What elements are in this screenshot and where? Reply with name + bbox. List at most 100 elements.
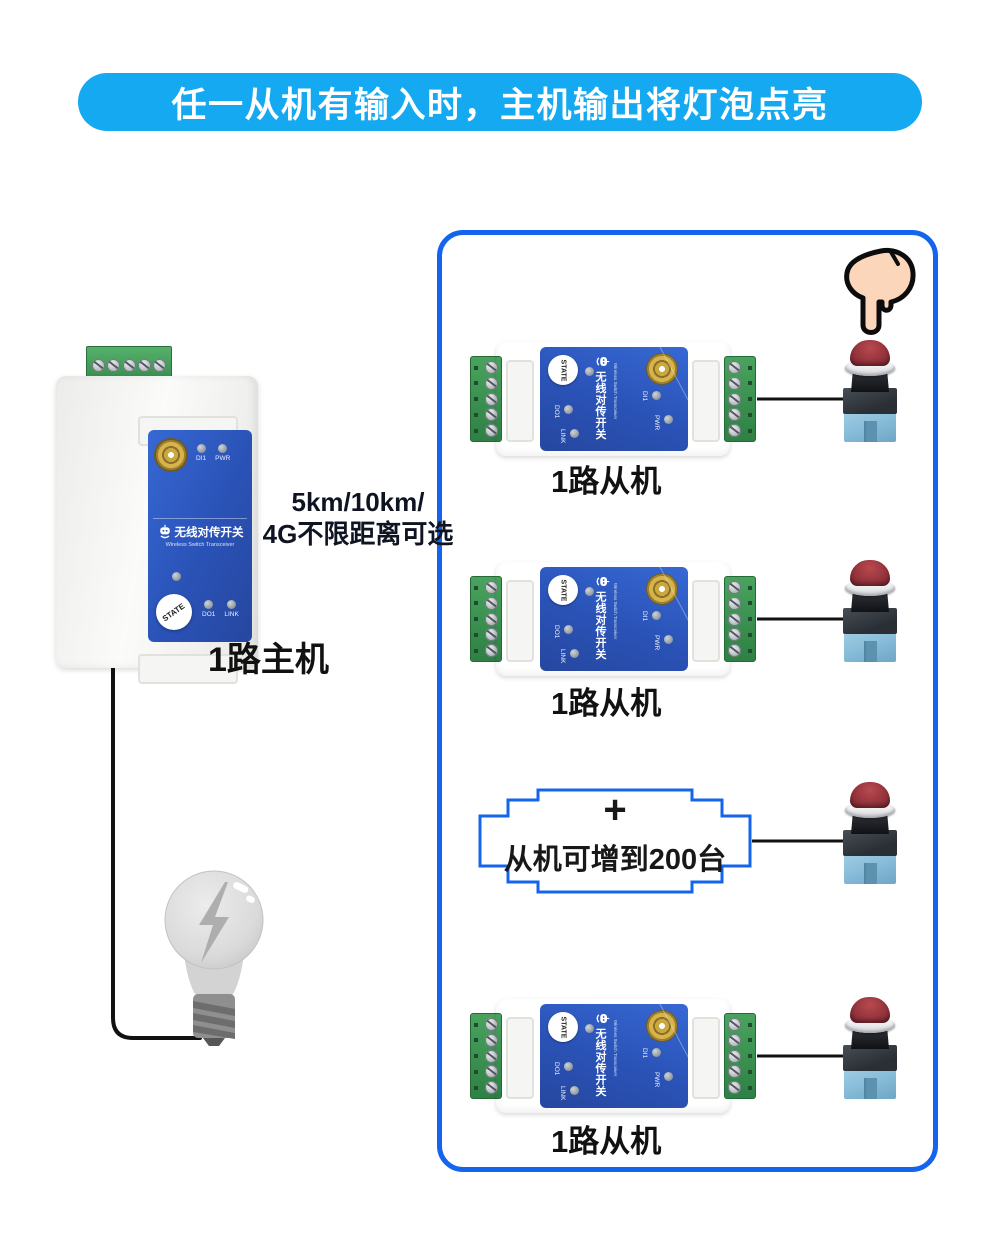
device-brand: 无线对传开关 [594, 591, 606, 660]
screw-icon [107, 358, 121, 372]
slave-device: STATE 无线对传开关 Wireless Switch Transceiver… [470, 562, 756, 676]
led-indicator [585, 1024, 594, 1033]
device-body: STATE 无线对传开关 Wireless Switch Transceiver… [496, 562, 730, 676]
screw-icon [485, 1081, 498, 1094]
screw-icon [485, 628, 498, 642]
terminal-block-icon [470, 356, 502, 442]
antenna-connector-icon [154, 438, 188, 472]
slave-label: 1路从机 [551, 686, 662, 721]
led-indicator [652, 391, 661, 400]
led-indicator [664, 415, 673, 424]
led-indicator [652, 1048, 661, 1057]
screw-icon [728, 361, 741, 374]
button-cap [850, 340, 890, 366]
led-label: DI1 [196, 455, 207, 462]
screw-icon [485, 644, 498, 657]
led-indicator [564, 625, 573, 634]
screw-icon [485, 408, 498, 422]
led-indicator [570, 1086, 579, 1095]
terminal-block-icon [724, 576, 756, 662]
terminal-block-icon [724, 1013, 756, 1099]
screw-icon [153, 358, 166, 372]
button-cap [850, 560, 890, 586]
screw-icon [728, 1049, 741, 1063]
screw-icon [485, 361, 498, 374]
screw-icon [485, 1049, 498, 1063]
robot-logo-icon [159, 524, 170, 539]
screw-icon [92, 358, 105, 372]
state-button: STATE [548, 355, 578, 385]
master-label: 1路主机 [208, 641, 329, 679]
slave-device: STATE 无线对传开关 Wireless Switch Transceiver… [470, 342, 756, 456]
led-indicator [564, 1062, 573, 1071]
screw-icon [485, 376, 498, 390]
screw-icon [728, 581, 741, 594]
screw-icon [728, 1081, 741, 1094]
robot-logo-icon [596, 357, 610, 366]
button-cap [850, 997, 890, 1023]
din-slot [692, 580, 720, 662]
screw-icon [728, 596, 741, 610]
screw-icon [485, 581, 498, 594]
title-banner: 任一从机有输入时，主机输出将灯泡点亮 [78, 73, 922, 131]
led-indicator [570, 429, 579, 438]
antenna-connector-icon [646, 353, 678, 385]
screw-icon [728, 408, 741, 422]
screw-icon [728, 612, 741, 626]
device-front-panel: STATE 无线对传开关 Wireless Switch Transceiver… [540, 1004, 688, 1108]
master-to-bulb-wire [111, 656, 202, 1040]
slave-label: 1路从机 [551, 1124, 662, 1159]
screw-icon [485, 596, 498, 610]
device-brand: 无线对传开关 [594, 1028, 606, 1097]
device-body: STATE 无线对传开关 Wireless Switch Transceiver… [496, 342, 730, 456]
push-button [842, 340, 898, 444]
led-indicator [585, 367, 594, 376]
din-slot [138, 654, 238, 684]
led-indicator [204, 600, 214, 609]
device-body: STATE 无线对传开关 Wireless Switch Transceiver… [496, 999, 730, 1113]
terminal-block-icon [724, 356, 756, 442]
hand-pointer-icon [836, 244, 922, 343]
screw-icon [122, 358, 136, 372]
screw-icon [728, 392, 741, 406]
led-indicator [585, 587, 594, 596]
led-indicator [196, 444, 206, 453]
din-slot [506, 580, 534, 662]
state-button: STATE [156, 594, 192, 630]
master-device: DI1 PWR 无线对传开关 Wireless Switch Transceiv… [56, 346, 266, 684]
terminal-block-icon [470, 1013, 502, 1099]
plus-icon: + [603, 788, 627, 832]
din-slot [506, 360, 534, 442]
led-indicator [564, 405, 573, 414]
device-brand-sub: Wireless Switch Transceiver [613, 583, 618, 640]
screw-icon [137, 358, 151, 372]
device-body: DI1 PWR 无线对传开关 Wireless Switch Transceiv… [56, 376, 258, 684]
device-front-panel: STATE 无线对传开关 Wireless Switch Transceiver… [540, 567, 688, 671]
screw-icon [728, 1065, 741, 1079]
push-button [842, 560, 898, 664]
screw-icon [485, 1033, 498, 1047]
state-button: STATE [548, 575, 578, 605]
robot-logo-icon [596, 577, 610, 586]
device-brand-sub: Wireless Switch Transceiver [613, 1020, 618, 1077]
range-note: 5km/10km/ 4G不限距离可选 [248, 487, 468, 550]
light-bulb-icon [164, 870, 264, 1046]
push-button [842, 782, 898, 886]
screw-icon [485, 424, 498, 437]
screw-icon [728, 424, 741, 437]
screw-icon [728, 1033, 741, 1047]
led-indicator [652, 611, 661, 620]
antenna-connector-icon [646, 573, 678, 605]
led-label: LINK [224, 611, 239, 618]
device-brand: 无线对传开关 [174, 527, 244, 539]
terminal-block-icon [470, 576, 502, 662]
device-front-panel: DI1 PWR 无线对传开关 Wireless Switch Transceiv… [148, 430, 252, 642]
screw-icon [728, 628, 741, 642]
screw-icon [485, 1018, 498, 1031]
device-front-panel: STATE 无线对传开关 Wireless Switch Transceiver… [540, 347, 688, 451]
screw-icon [728, 644, 741, 657]
range-note-line2: 4G不限距离可选 [262, 518, 454, 549]
screw-icon [485, 1065, 498, 1079]
